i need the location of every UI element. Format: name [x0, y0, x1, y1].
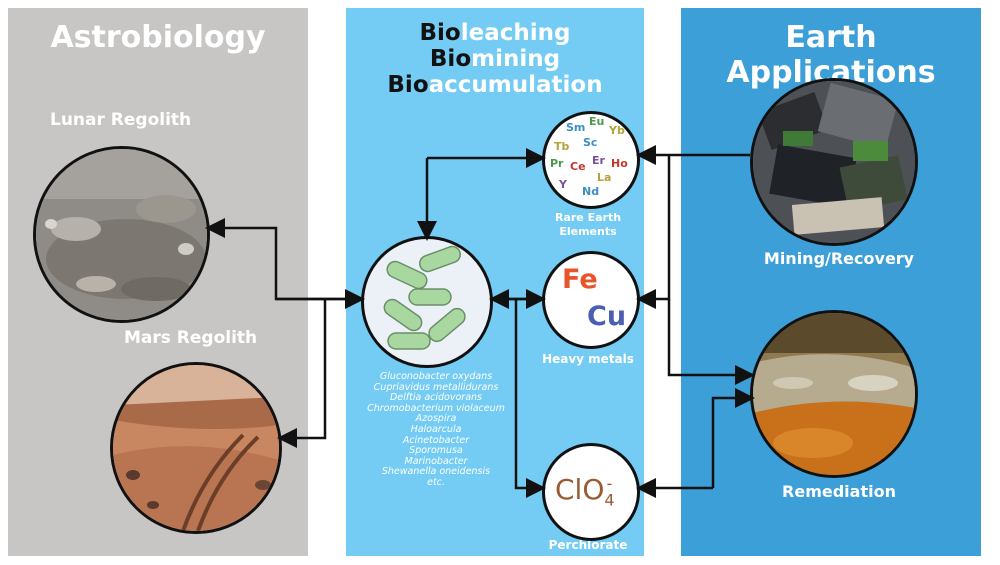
organism-name: Marinobacter — [404, 455, 468, 467]
heavy-metals-circle: Fe Cu — [542, 251, 640, 349]
astrobiology-title: Astrobiology — [50, 20, 266, 55]
ree-symbol-eu: Eu — [589, 115, 605, 128]
ree-symbol-tb: Tb — [554, 140, 570, 153]
ree-symbol-pr: Pr — [550, 157, 564, 170]
bioaccumulation-title: Bioaccumulation — [387, 72, 603, 98]
ree-symbol-ce: Ce — [570, 160, 586, 173]
ree-symbol-sm: Sm — [566, 121, 586, 134]
heavy-metals-label: Heavy metals — [542, 352, 634, 366]
lunar-surface-graphic — [36, 149, 207, 320]
perchlorate-label: Perchlorate — [548, 538, 628, 552]
rare-earth-circle: Sm Eu Yb Tb Sc Pr Ce Er Ho La Y Nd — [542, 111, 640, 209]
polluted-water-graphic — [753, 313, 915, 475]
organism-name: Chromobacterium violaceum — [367, 402, 505, 414]
organism-name: Azospira — [415, 413, 457, 425]
bacteria-circle — [361, 236, 493, 368]
bacterium-cell — [419, 245, 461, 273]
organism-name: Acinetobacter — [402, 434, 470, 446]
remediation-image — [750, 310, 918, 478]
organism-name: Haloarcula — [410, 423, 462, 435]
organism-name: Delftia acidovorans — [389, 392, 482, 404]
organism-name: Gluconobacter oxydans — [379, 371, 493, 382]
mars-regolith-label: Mars Regolith — [124, 328, 258, 348]
lunar-regolith-image — [33, 146, 210, 323]
bioleaching-title: Bioleaching — [419, 20, 571, 46]
bacteria-graphic — [383, 245, 466, 350]
mining-recovery-label: Mining/Recovery — [763, 249, 915, 268]
fe-symbol: Fe — [562, 264, 598, 295]
bacterium-cell — [383, 298, 423, 332]
ree-symbol-y: Y — [559, 178, 567, 191]
mars-regolith-image — [110, 362, 282, 534]
organism-name: Shewanella oneidensis — [381, 466, 491, 478]
ree-symbol-ho: Ho — [611, 157, 628, 170]
ewaste-graphic — [753, 81, 915, 243]
bacterium-cell — [428, 307, 466, 343]
biomining-title: Biomining — [429, 46, 561, 72]
remediation-label: Remediation — [782, 482, 896, 501]
cu-symbol: Cu — [587, 301, 627, 332]
bacterium-cell — [408, 288, 452, 306]
ree-symbol-sc: Sc — [583, 136, 598, 149]
ree-symbol-er: Er — [592, 154, 605, 167]
organism-name: Sporomusa — [409, 445, 463, 457]
organism-name: etc. — [427, 476, 445, 488]
ree-symbol-yb: Yb — [609, 124, 625, 137]
lunar-regolith-label: Lunar Regolith — [50, 110, 192, 130]
organism-name: Cupriavidus metallidurans — [373, 381, 499, 393]
ree-symbol-la: La — [597, 171, 612, 184]
perchlorate-formula: ClO4- — [555, 473, 615, 510]
mars-surface-graphic — [113, 365, 279, 531]
bacterium-cell — [386, 260, 428, 290]
perchlorate-circle: ClO4- — [542, 443, 640, 541]
bacterium-cell — [387, 332, 431, 350]
mining-recovery-image — [750, 78, 918, 246]
ree-symbol-nd: Nd — [582, 185, 600, 198]
